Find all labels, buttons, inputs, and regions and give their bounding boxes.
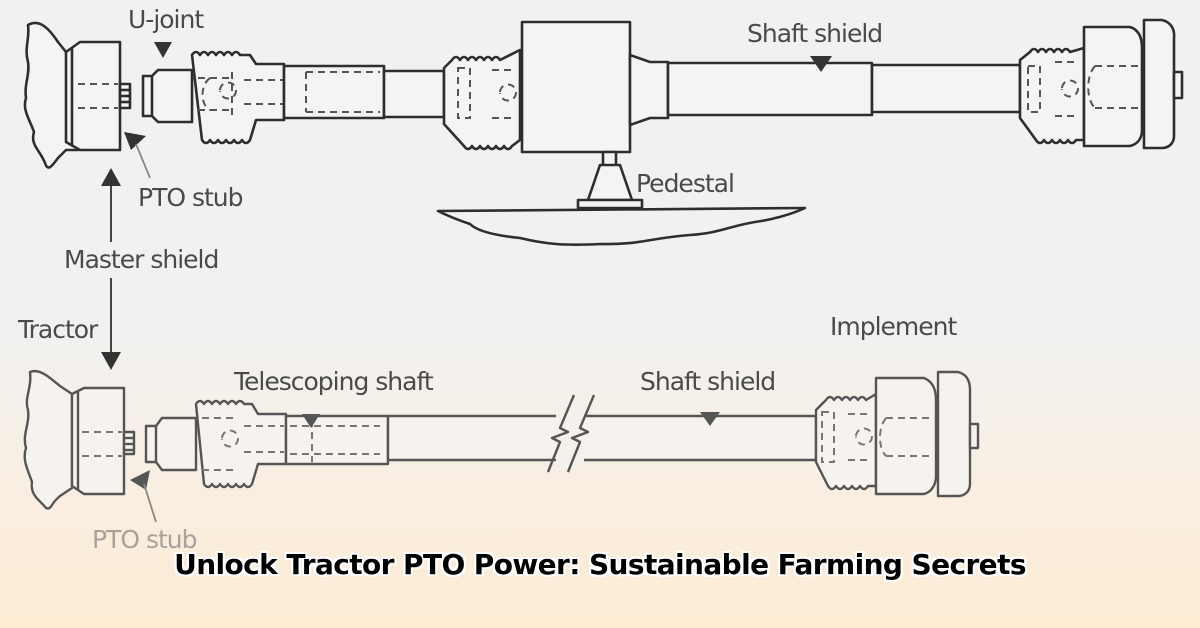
top-assembly: U-joint Shaft shield PTO stub Pedestal M… <box>23 5 1184 370</box>
label-shaft-shield-bottom: Shaft shield <box>640 367 775 396</box>
label-pto-stub-bottom: PTO stub <box>92 525 197 554</box>
master-shield-bottom <box>70 386 126 496</box>
label-u-joint: U-joint <box>128 5 204 34</box>
implement-hub-top <box>1082 25 1144 148</box>
tractor-body-bottom <box>23 369 74 510</box>
master-shield-down-arrow-icon <box>101 352 121 370</box>
label-shaft-shield-top: Shaft shield <box>747 19 882 48</box>
u-joint-yoke-bottom <box>144 416 198 472</box>
label-tractor: Tractor <box>17 315 99 344</box>
shaft-shield-top <box>666 61 874 117</box>
implement-hub-bottom <box>874 376 938 496</box>
implement-flange-bottom <box>936 370 972 498</box>
pedestal <box>586 150 634 202</box>
label-pto-stub-top: PTO stub <box>138 183 243 212</box>
u-joint-shield-implement <box>814 392 878 491</box>
telescoping-shaft-pointer-icon <box>302 414 320 428</box>
pto-stub-pointer-icon-bottom <box>130 470 150 490</box>
telescoping-tube-bottom <box>284 414 390 466</box>
master-shield-top <box>64 40 122 152</box>
label-master-shield: Master shield <box>64 245 218 274</box>
ground <box>436 206 807 247</box>
shaft-shield-pointer-icon-bottom <box>700 412 720 426</box>
u-joint-yoke-top <box>141 68 194 124</box>
implement-flange-top <box>1142 18 1176 150</box>
bottom-assembly: Tractor Implement Telescoping shaft Shaf… <box>17 312 980 554</box>
shaft-break-symbol <box>546 394 596 473</box>
shaft-shield-pointer-icon-top <box>810 56 832 72</box>
article-title-caption: Unlock Tractor PTO Power: Sustainable Fa… <box>174 548 1026 581</box>
u-joint-shield-bottom <box>194 399 288 489</box>
label-telescoping-shaft: Telescoping shaft <box>233 367 434 396</box>
u-joint-pointer-icon <box>154 42 172 58</box>
pedestal-bearing-box <box>520 20 632 154</box>
u-joint-shield-top <box>190 50 286 145</box>
u-joint-shield-mid <box>442 48 522 151</box>
pto-stub-pointer-icon-top <box>124 132 146 150</box>
label-implement: Implement <box>830 312 958 341</box>
shaft-shield-bottom <box>386 414 818 462</box>
label-pedestal: Pedestal <box>636 169 734 198</box>
u-joint-shield-right <box>1018 46 1086 145</box>
master-shield-up-arrow-icon <box>101 168 121 186</box>
telescoping-tube-top <box>282 64 386 120</box>
